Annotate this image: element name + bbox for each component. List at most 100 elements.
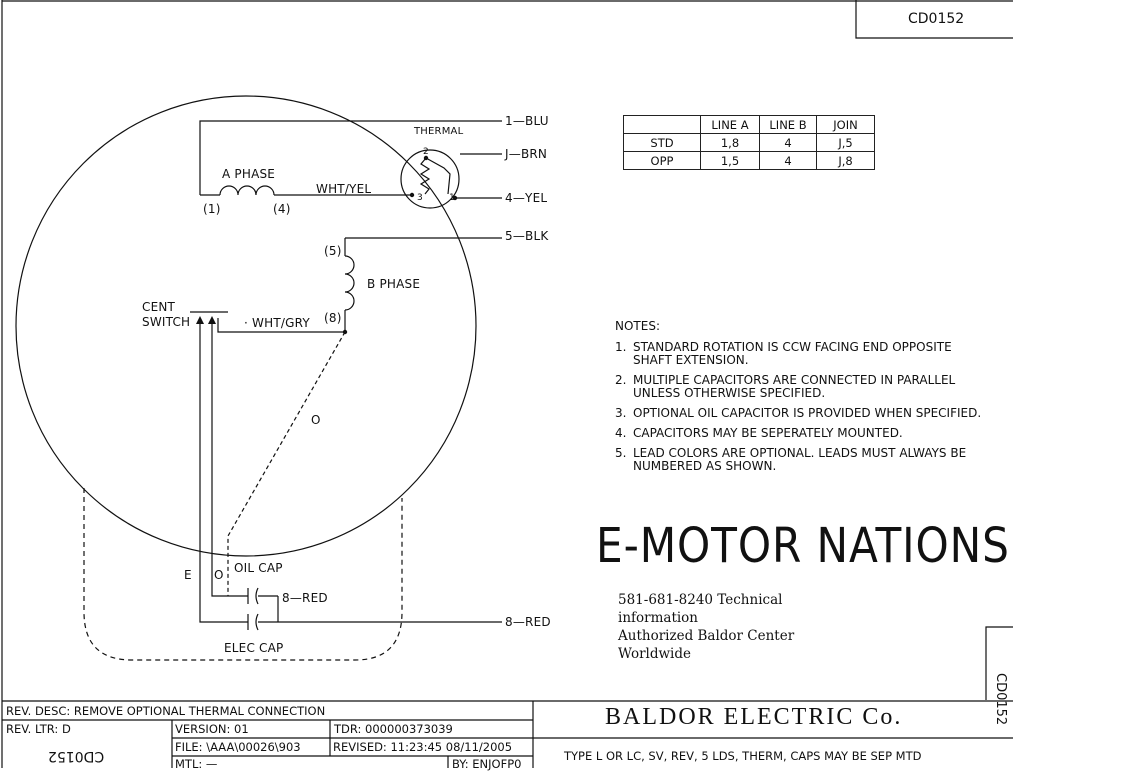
oil-cap-plate-b <box>255 587 259 605</box>
optional-oil-path <box>227 331 346 596</box>
lead-label-8-red: 8—RED <box>505 615 551 629</box>
table-cell: J,5 <box>816 133 875 152</box>
note-text: LEAD COLORS ARE OPTIONAL. LEADS MUST ALW… <box>633 446 967 473</box>
b-phase-label: B PHASE <box>367 277 421 291</box>
terminal-dot-3 <box>409 192 415 198</box>
cent-switch-label-2: SWITCH <box>142 315 191 329</box>
brand-logo: E-MOTOR NATIONS <box>596 518 1010 574</box>
elec-cap-plate-b <box>255 613 259 631</box>
table-header-cell <box>623 115 701 134</box>
side-drawing-number: CD0152 <box>993 673 1008 726</box>
table-cell: STD <box>623 133 701 152</box>
a-phase-coil <box>219 185 275 196</box>
b-phase-coil <box>344 255 355 311</box>
contact-info: 581-681-8240 Technical information Autho… <box>618 591 794 663</box>
notes-section: NOTES: 1. STANDARD ROTATION IS CCW FACIN… <box>615 320 985 480</box>
capacitor-housing <box>83 488 403 661</box>
wire-1-blu <box>199 120 502 195</box>
cent-switch-label-1: CENT <box>142 300 176 314</box>
terminal-dot-2 <box>423 155 429 161</box>
rev-desc: REV. DESC: REMOVE OPTIONAL THERMAL CONNE… <box>6 704 326 718</box>
table-cell: 1,5 <box>700 151 760 170</box>
note-number: 3. <box>615 406 627 420</box>
table-cell: OPP <box>623 151 701 170</box>
table-row: OPP 1,5 4 J,8 <box>623 151 875 170</box>
a-phase-label: A PHASE <box>222 167 276 181</box>
a-phase-lead-1: (1) <box>203 202 221 216</box>
b-phase-lead-8: (8) <box>324 311 342 325</box>
terminal-dot-1 <box>452 195 458 201</box>
note-number: 2. <box>615 373 627 387</box>
wire-switch-to-elec-cap <box>199 318 248 623</box>
table-row: STD 1,8 4 J,5 <box>623 133 875 152</box>
wire-switch-to-oil-cap <box>211 318 248 597</box>
note-item: 3. OPTIONAL OIL CAPACITOR IS PROVIDED WH… <box>615 407 985 420</box>
side-number-box <box>985 626 1013 700</box>
drawn-by: BY: ENJOFP0 <box>452 757 522 771</box>
b-phase-lead-5: (5) <box>324 244 342 258</box>
company-name: BALDOR ELECTRIC Co. <box>605 704 903 730</box>
revised-date: REVISED: 11:23:45 08/11/2005 <box>333 740 513 754</box>
table-cell: 1,8 <box>700 133 760 152</box>
table-cell: J,8 <box>816 151 875 170</box>
drawing-number-box <box>855 0 1013 39</box>
table-header-cell: LINE B <box>759 115 817 134</box>
optional-path-label: O <box>311 413 321 427</box>
file-path: FILE: \AAA\00026\903 <box>175 740 301 754</box>
elec-cap-label: ELEC CAP <box>224 641 284 655</box>
thermal-strip <box>425 157 451 195</box>
oil-cap-label: OIL CAP <box>234 561 283 575</box>
table-header-cell: LINE A <box>700 115 760 134</box>
motor-outline <box>15 95 477 557</box>
table-cell: 4 <box>759 151 817 170</box>
table-header-cell: JOIN <box>816 115 875 134</box>
elec-cap-lead-label: E <box>184 568 192 582</box>
drawing-number: CD0152 <box>908 11 965 27</box>
thermal-terminal-3: 3 <box>417 193 423 203</box>
thermal-label: THERMAL <box>414 126 464 137</box>
switch-arrow-1 <box>196 316 204 324</box>
lead-label-1-blu: 1—BLU <box>505 114 549 128</box>
note-item: 4. CAPACITORS MAY BE SEPERATELY MOUNTED. <box>615 427 985 440</box>
note-item: 1. STANDARD ROTATION IS CCW FACING END O… <box>615 341 985 367</box>
thermal-terminal-1: 1 <box>449 193 455 203</box>
red-inner-label: 8—RED <box>282 591 328 605</box>
rev-ltr: REV. LTR: D <box>6 722 71 736</box>
notes-heading: NOTES: <box>615 319 660 333</box>
contact-line: information <box>618 610 699 626</box>
a-phase-lead-4: (4) <box>273 202 291 216</box>
note-number: 5. <box>615 446 627 460</box>
thermal-terminal-2: 2 <box>423 147 429 157</box>
switch-arrow-2 <box>208 316 216 324</box>
note-number: 4. <box>615 426 627 440</box>
note-text: STANDARD ROTATION IS CCW FACING END OPPO… <box>633 340 952 367</box>
table-cell: 4 <box>759 133 817 152</box>
contact-line: Authorized Baldor Center <box>618 628 795 644</box>
note-number: 1. <box>615 340 627 354</box>
note-item: 2. MULTIPLE CAPACITORS ARE CONNECTED IN … <box>615 374 985 400</box>
contact-line: Worldwide <box>618 646 692 662</box>
lead-label-4-yel: 4—YEL <box>505 191 548 205</box>
drawing-description: TYPE L OR LC, SV, REV, 5 LDS, THERM, CAP… <box>564 749 922 763</box>
note-text: CAPACITORS MAY BE SEPERATELY MOUNTED. <box>633 426 903 440</box>
version: VERSION: 01 <box>175 722 249 736</box>
lead-label-j-brn: J—BRN <box>505 147 548 161</box>
note-text: OPTIONAL OIL CAPACITOR IS PROVIDED WHEN … <box>633 406 982 420</box>
table-header-row: LINE A LINE B JOIN <box>623 115 875 134</box>
wht-yel-label: WHT/YEL <box>316 182 372 196</box>
bottom-drawing-number: CD0152 <box>48 748 105 764</box>
note-text: MULTIPLE CAPACITORS ARE CONNECTED IN PAR… <box>633 373 956 400</box>
junction-dot-8 <box>342 329 348 335</box>
lead-connection-table: LINE A LINE B JOIN STD 1,8 4 J,5 OPP 1,5… <box>623 115 875 170</box>
note-item: 5. LEAD COLORS ARE OPTIONAL. LEADS MUST … <box>615 447 985 473</box>
thermal-protector <box>400 149 460 209</box>
contact-line: 581-681-8240 Technical <box>618 592 783 608</box>
thermal-element <box>419 157 431 195</box>
wire-wht-gry <box>217 318 345 333</box>
wht-gry-label: · WHT/GRY <box>244 316 310 330</box>
oil-cap-lead-label: O <box>214 568 224 582</box>
lead-label-5-blk: 5—BLK <box>505 229 549 243</box>
tdr-number: TDR: 000000373039 <box>334 722 453 736</box>
